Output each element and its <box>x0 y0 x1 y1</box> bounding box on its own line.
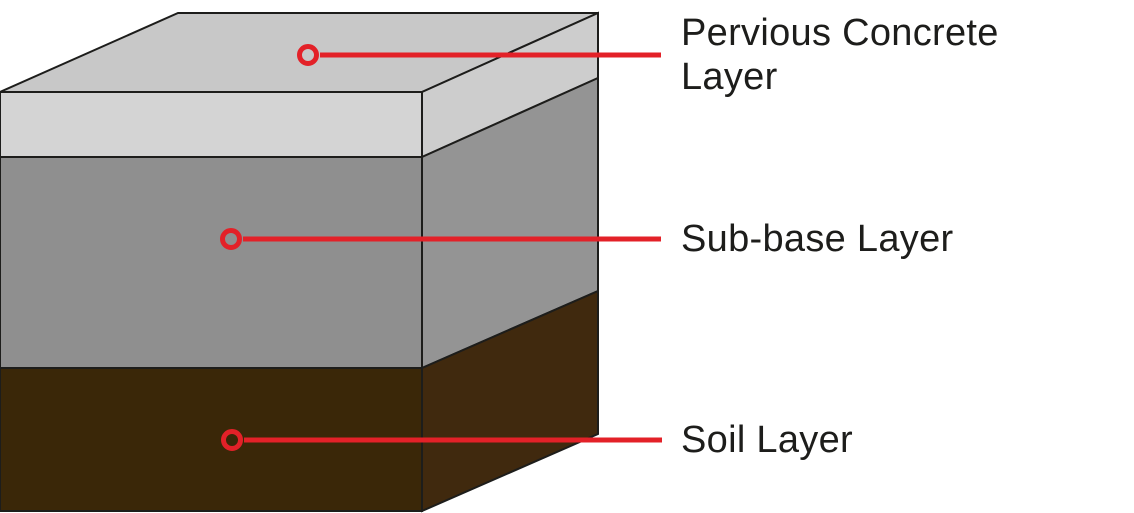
soil-front-face <box>0 367 423 512</box>
callout-marker-pervious-concrete <box>297 44 319 66</box>
callout-marker-soil <box>221 429 243 451</box>
callout-label-soil: Soil Layer <box>681 419 853 461</box>
callout-label-pervious-concrete: Pervious Concrete Layer <box>681 12 999 98</box>
callout-label-subbase: Sub-base Layer <box>681 218 954 260</box>
callout-marker-subbase <box>220 228 242 250</box>
subbase-front-face <box>0 156 423 369</box>
concrete-front-face <box>0 91 423 158</box>
